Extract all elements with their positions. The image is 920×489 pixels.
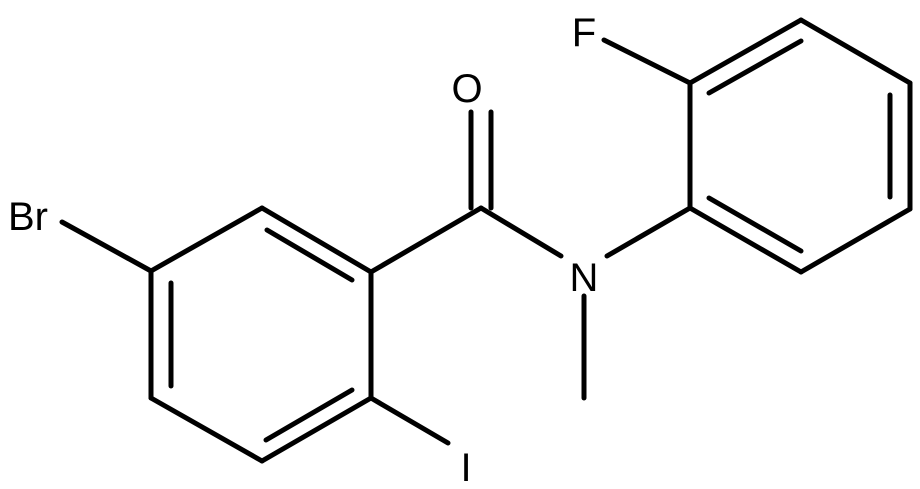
bond-ring2-left-bottom (687, 205, 804, 275)
atom-label-iodine: I (460, 446, 471, 489)
bond-ring1-bottom-right-inner (263, 387, 355, 443)
bond-ring2-top-left (687, 17, 804, 86)
atom-label-bromine: Br (8, 195, 48, 239)
atom-labels: Br O N F I (8, 11, 598, 489)
bond-ring-carbonyl (368, 205, 484, 275)
bond-ring1-bottom-left (148, 395, 265, 464)
bond-ring2-top-left-inner (706, 38, 804, 96)
atom-label-fluorine: F (572, 11, 596, 55)
bond-c-f (601, 37, 693, 86)
atom-label-nitrogen: N (570, 256, 599, 300)
bond-ring1-top-right (259, 205, 374, 275)
atom-label-oxygen: O (451, 67, 482, 111)
bond-ring1-bottom-right (259, 395, 374, 464)
bond-ring1-top-right-inner (264, 227, 355, 283)
bond-n-aryl (604, 205, 693, 259)
bond-carbonyl-n (478, 205, 564, 259)
bond-ring1-top-left (148, 205, 265, 274)
bond-c-i (368, 395, 451, 446)
bond-c-br (59, 219, 154, 274)
bond-ring2-bottom-right (798, 206, 913, 275)
bonds (59, 17, 913, 464)
bond-ring2-left-bottom-inner (706, 195, 804, 254)
bond-ring2-top-right (798, 17, 913, 86)
